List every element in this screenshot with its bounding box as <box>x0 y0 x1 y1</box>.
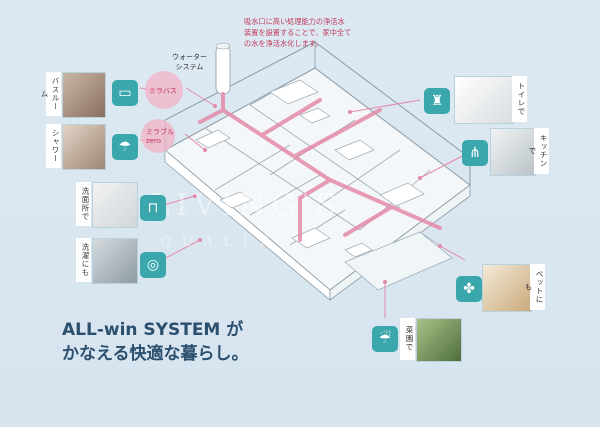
watering-can-icon: ☔ <box>372 326 398 352</box>
headline-line-1: ALL-win SYSTEM が <box>62 320 244 340</box>
label-pets: ペットにも <box>524 264 545 310</box>
photo-garden <box>416 318 462 362</box>
tub-icon: ▭ <box>112 80 138 106</box>
label-bathroom: バスルーム <box>40 72 61 116</box>
faucet-icon: ⊓ <box>140 195 166 221</box>
water-system-label: ウォーター システム <box>172 53 207 71</box>
label-garden: 菜園で <box>400 318 415 360</box>
photo-shower <box>62 124 106 170</box>
notice-line-2: 装置を設置することで、家中全て <box>244 28 352 37</box>
kitchen-utensils-icon: ⋔ <box>462 140 488 166</box>
shower-icon: ☂ <box>112 134 138 160</box>
washing-machine-icon: ◎ <box>140 252 166 278</box>
label-shower: シャワー <box>46 124 61 168</box>
photo-bathroom <box>62 72 106 118</box>
photo-washroom <box>92 182 138 228</box>
notice-text: 吸水口に高い処理能力の浄活水 装置を設置することで、家中全て の水を浄活水化しま… <box>244 16 374 49</box>
photo-toilet <box>454 76 514 124</box>
label-washroom: 洗面所で <box>76 182 91 226</box>
watermark: LIVING'S <box>150 188 343 223</box>
headline-line-2: かなえる快適な暮らし。 <box>62 344 249 364</box>
notice-line-1: 吸水口に高い処理能力の浄活水 <box>244 17 345 26</box>
notice-line-3: の水を浄活水化します。 <box>244 39 323 48</box>
watermark-sub: QUALITY <box>160 234 297 250</box>
label-laundry: 洗濯にも <box>76 238 91 282</box>
label-kitchen: キッチンで <box>528 128 549 174</box>
mirablezero-label: ミラブル zero <box>146 128 174 145</box>
photo-laundry <box>92 238 138 284</box>
mirabath-label: ミラバス <box>149 87 177 95</box>
toilet-icon: ♜ <box>424 88 450 114</box>
headline: ALL-win SYSTEM が かなえる快適な暮らし。 <box>62 318 249 366</box>
paw-icon: ✤ <box>456 276 482 302</box>
label-toilet: トイレで <box>512 76 527 122</box>
